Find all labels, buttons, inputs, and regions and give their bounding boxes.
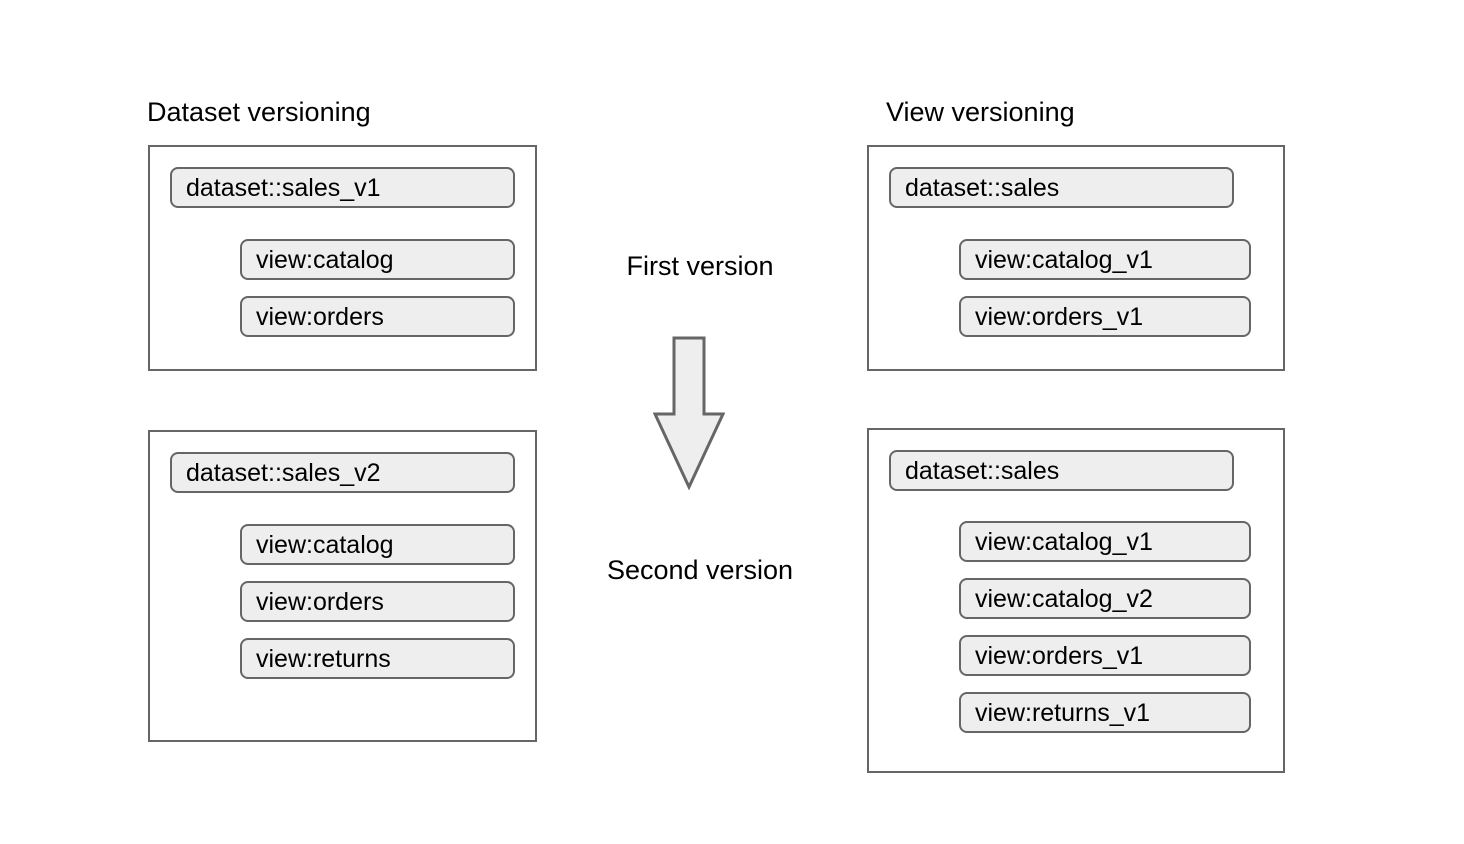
view-pill[interactable]: view:orders [240,581,515,622]
view-pill-label: view:orders [256,587,384,616]
view-pill[interactable]: view:catalog_v1 [959,239,1251,280]
view-pill[interactable]: view:orders_v1 [959,296,1251,337]
dataset-pill[interactable]: dataset::sales [889,450,1234,491]
dataset-pill[interactable]: dataset::sales_v1 [170,167,515,208]
view-pill-label: view:orders_v1 [975,302,1144,331]
view-pill-label: view:returns [256,644,391,673]
column-title-dataset-versioning: Dataset versioning [147,97,371,127]
group-box-view-versioning-v2: dataset::sales view:catalog_v1 view:cata… [867,428,1285,773]
view-pill[interactable]: view:returns [240,638,515,679]
view-pill-label: view:returns_v1 [975,698,1151,727]
view-pill-label: view:catalog_v2 [975,584,1153,613]
down-block-arrow-icon [652,336,726,491]
view-pill-label: view:catalog_v1 [975,527,1153,556]
center-label-second-version: Second version [606,555,794,585]
group-box-dataset-versioning-v2: dataset::sales_v2 view:catalog view:orde… [148,430,537,742]
view-pill[interactable]: view:catalog_v2 [959,578,1251,619]
view-pill[interactable]: view:catalog [240,239,515,280]
view-pill-label: view:catalog_v1 [975,245,1153,274]
column-title-view-versioning: View versioning [886,97,1075,127]
view-pill[interactable]: view:orders_v1 [959,635,1251,676]
view-pill[interactable]: view:orders [240,296,515,337]
view-pill-label: view:orders [256,302,384,331]
view-pill-label: view:catalog [256,245,394,274]
group-box-dataset-versioning-v1: dataset::sales_v1 view:catalog view:orde… [148,145,537,371]
dataset-pill-label: dataset::sales [905,456,1060,485]
dataset-pill-label: dataset::sales_v2 [186,458,381,487]
view-pill[interactable]: view:catalog_v1 [959,521,1251,562]
center-label-first-version: First version [626,251,774,281]
view-pill-label: view:catalog [256,530,394,559]
dataset-pill-label: dataset::sales [905,173,1060,202]
dataset-pill-label: dataset::sales_v1 [186,173,381,202]
group-box-view-versioning-v1: dataset::sales view:catalog_v1 view:orde… [867,145,1285,371]
view-pill-label: view:orders_v1 [975,641,1144,670]
dataset-pill[interactable]: dataset::sales [889,167,1234,208]
view-pill[interactable]: view:catalog [240,524,515,565]
dataset-pill[interactable]: dataset::sales_v2 [170,452,515,493]
view-pill[interactable]: view:returns_v1 [959,692,1251,733]
